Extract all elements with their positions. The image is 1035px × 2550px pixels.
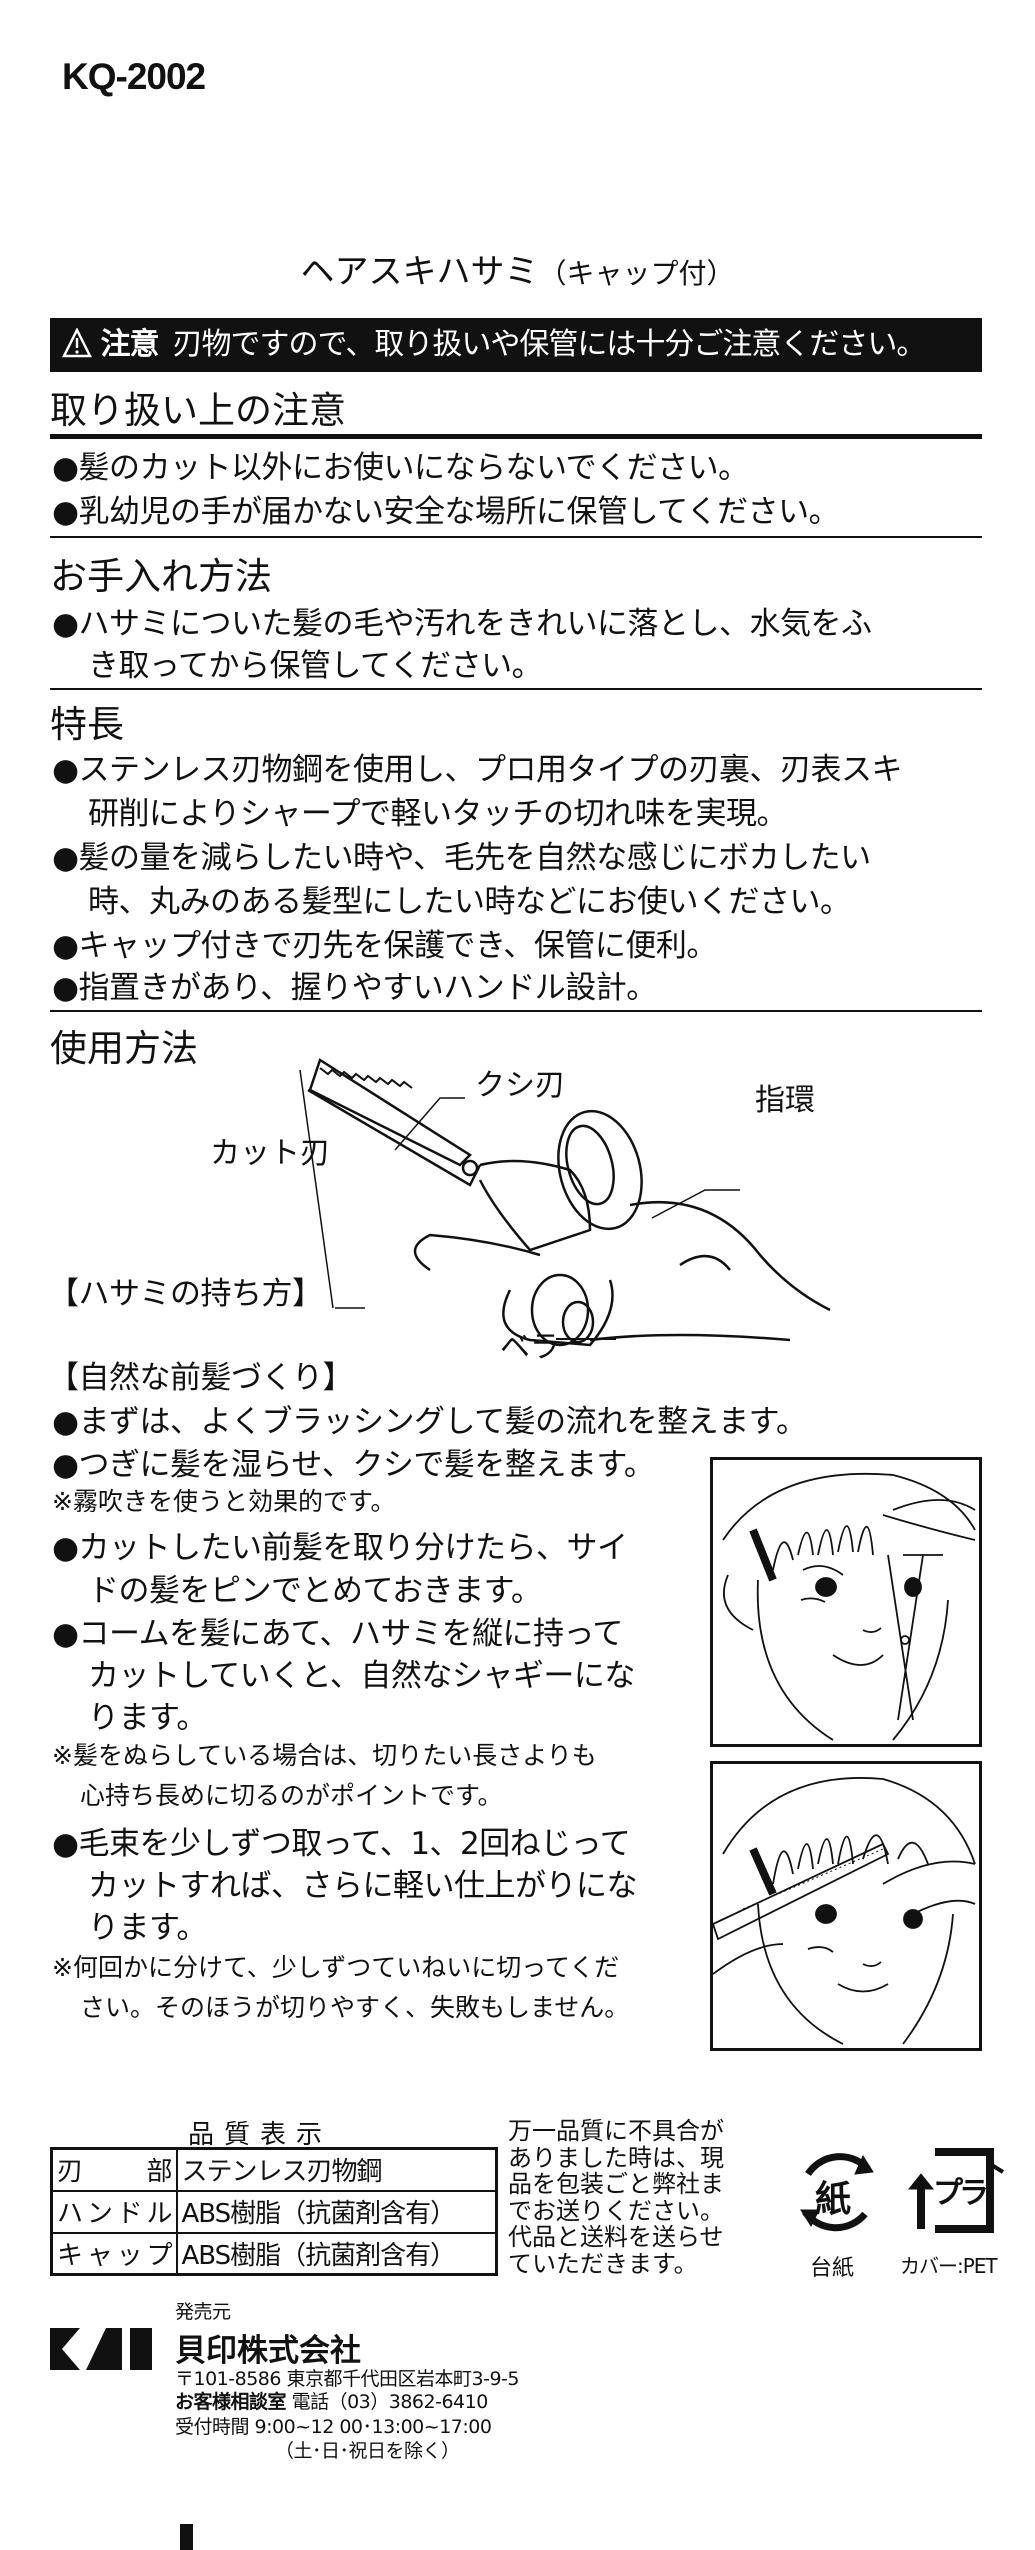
list-item: ●髪のカット以外にお使いにならないでください。 (52, 450, 749, 486)
list-item: ●つぎに髪を湿らせ、クシで髪を整えます。 (52, 1447, 655, 1483)
support-closed-days: （土･日･祝日を除く） (275, 2440, 460, 2462)
label-comb-blade: クシ刃 (475, 1068, 565, 1103)
diagram-leader-lines (299, 1069, 740, 1309)
list-item: ●キャップ付きで刃先を保護でき、保管に便利。 (52, 928, 717, 964)
warning-label: 注意 (100, 327, 160, 362)
company-address: 〒101-8586 東京都千代田区岩本町3-9-5 (175, 2368, 520, 2390)
material-cell: ABS樹脂（抗菌剤含有） (175, 2231, 498, 2276)
paper-recycle-icon: 紙 (793, 2144, 883, 2239)
list-item: ●乳幼児の手が届かない安全な場所に保管してください。 (52, 494, 840, 530)
note-line: ていただきます。 (508, 2249, 698, 2278)
leader-line (556, 1338, 616, 1340)
support-label: お客様相談室 (175, 2391, 287, 2413)
list-item: ●髪の量を減らしたい時や、毛先を自然な感じにボカしたい (52, 840, 871, 876)
product-title: ヘアスキハサミ（キャップ付） (0, 244, 1035, 293)
list-item-cont: 研削によりシャープで軽いタッチの切れ味を実現。 (88, 796, 788, 832)
part-cell: ハンドル (50, 2189, 178, 2234)
note: ※何回かに分けて、少しずつていねいに切ってくだ (52, 1953, 620, 1982)
paper-label: 台紙 (810, 2256, 855, 2281)
label-finger-ring: 指環 (755, 1083, 815, 1118)
support-phone: 電話（03）3862-6410 (291, 2391, 489, 2413)
label-cut-blade: カット刃 (210, 1136, 330, 1171)
note: ※霧吹きを使うと効果的です。 (52, 1487, 396, 1516)
part-cell: キャップ (50, 2231, 178, 2276)
label-finger-rest: ベラ (500, 1330, 560, 1365)
kai-logo (50, 2328, 152, 2370)
divider (50, 1010, 982, 1012)
list-item-cont: 時、丸みのある髪型にしたい時などにお使いください。 (88, 884, 851, 920)
list-item: ●ハサミについた髪の毛や汚れをきれいに落とし、水気をふ (52, 606, 872, 642)
note-cont: 心持ち長めに切るのがポイントです。 (80, 1781, 503, 1810)
illustration-vertical-cut (710, 1457, 982, 1747)
bangs-heading: 【自然な前髪づくり】 (48, 1360, 354, 1396)
warning-banner: 注意刃物ですので、取り扱いや保管には十分ご注意ください。 (50, 318, 982, 372)
material-cell: ステンレス刃物鋼 (175, 2147, 498, 2192)
list-item-cont: ドの髪をピンでとめておきます。 (88, 1573, 542, 1609)
support-hours: 受付時間 9:00~12 00･13:00~17:00 (175, 2416, 492, 2438)
list-item: ●まずは、よくブラッシングして髪の流れを整えます。 (52, 1404, 807, 1440)
note-cont: さい。そのほうが切りやすく、失敗もしません。 (80, 1993, 630, 2022)
model-number: KQ-2002 (62, 56, 206, 97)
warning-text: 刃物ですので、取り扱いや保管には十分ご注意ください。 (172, 327, 927, 362)
list-item: ●カットしたい前髪を取り分けたら、サイ (52, 1530, 628, 1566)
list-item-cont: カットしていくと、自然なシャギーにな (88, 1658, 635, 1694)
note-line: ありました時は、現 (508, 2143, 724, 2172)
list-item-cont: カットすれば、さらに軽い仕上がりにな (88, 1868, 638, 1904)
note-line: でお送りください。 (508, 2196, 724, 2225)
hold-caption: 【ハサミの持ち方】 (48, 1276, 323, 1312)
plastic-recycle-icon: プラ (905, 2144, 1005, 2239)
material-cell: ABS樹脂（抗菌剤含有） (175, 2189, 498, 2234)
quality-heading: 品質表示 (187, 2120, 332, 2150)
list-item: ●コームを髪にあて、ハサミを縦に持って (52, 1616, 623, 1652)
list-item: ●ステンレス刃物鋼を使用し、プロ用タイプの刃裏、刃表スキ (52, 752, 903, 788)
crop-mark (180, 2524, 193, 2550)
illustration-twist-cut (710, 1761, 982, 2051)
divider (50, 434, 982, 439)
title-main: ヘアスキハサミ (300, 252, 539, 292)
warning-icon (61, 327, 93, 358)
list-item-cont: き取ってから保管してください。 (88, 648, 543, 684)
plastic-label: カバー:PET (900, 2254, 998, 2278)
note-line: 万一品質に不具合が (508, 2117, 724, 2145)
list-item-cont: ります。 (88, 1910, 207, 1946)
note-line: 品を包装ごと弊社ま (508, 2170, 724, 2198)
list-item: ●毛束を少しずつ取って、1、2回ねじって (52, 1826, 631, 1862)
plastic-mark: プラ (933, 2176, 989, 2211)
note-line: 代品と送料を送らせ (508, 2223, 724, 2251)
list-item: ●指置きがあり、握りやすいハンドル設計。 (52, 970, 657, 1006)
divider (50, 688, 982, 690)
seller-label: 発売元 (175, 2301, 231, 2323)
return-policy-note: 万一品質に不具合が ありました時は、現 品を包装ごと弊社ま でお送りください。 … (508, 2118, 768, 2277)
section-heading-handling: 取り扱い上の注意 (50, 389, 346, 432)
section-heading-usage: 使用方法 (50, 1027, 198, 1070)
list-item-cont: ります。 (88, 1700, 207, 1736)
table-row: 刃部ステンレス刃物鋼 (50, 2147, 498, 2192)
company-name: 貝印株式会社 (175, 2333, 361, 2369)
note: ※髪をぬらしている場合は、切りたい長さよりも (52, 1741, 597, 1770)
section-heading-features: 特長 (50, 703, 124, 746)
scissors-hand-illustration (307, 1058, 831, 1347)
support-line: お客様相談室 電話（03）3862-6410 (175, 2387, 488, 2414)
paper-mark: 紙 (815, 2179, 852, 2220)
title-sub: （キャップ付） (538, 257, 735, 290)
part-cell: 刃部 (50, 2147, 178, 2192)
divider (50, 536, 982, 538)
section-heading-care: お手入れ方法 (50, 555, 272, 598)
